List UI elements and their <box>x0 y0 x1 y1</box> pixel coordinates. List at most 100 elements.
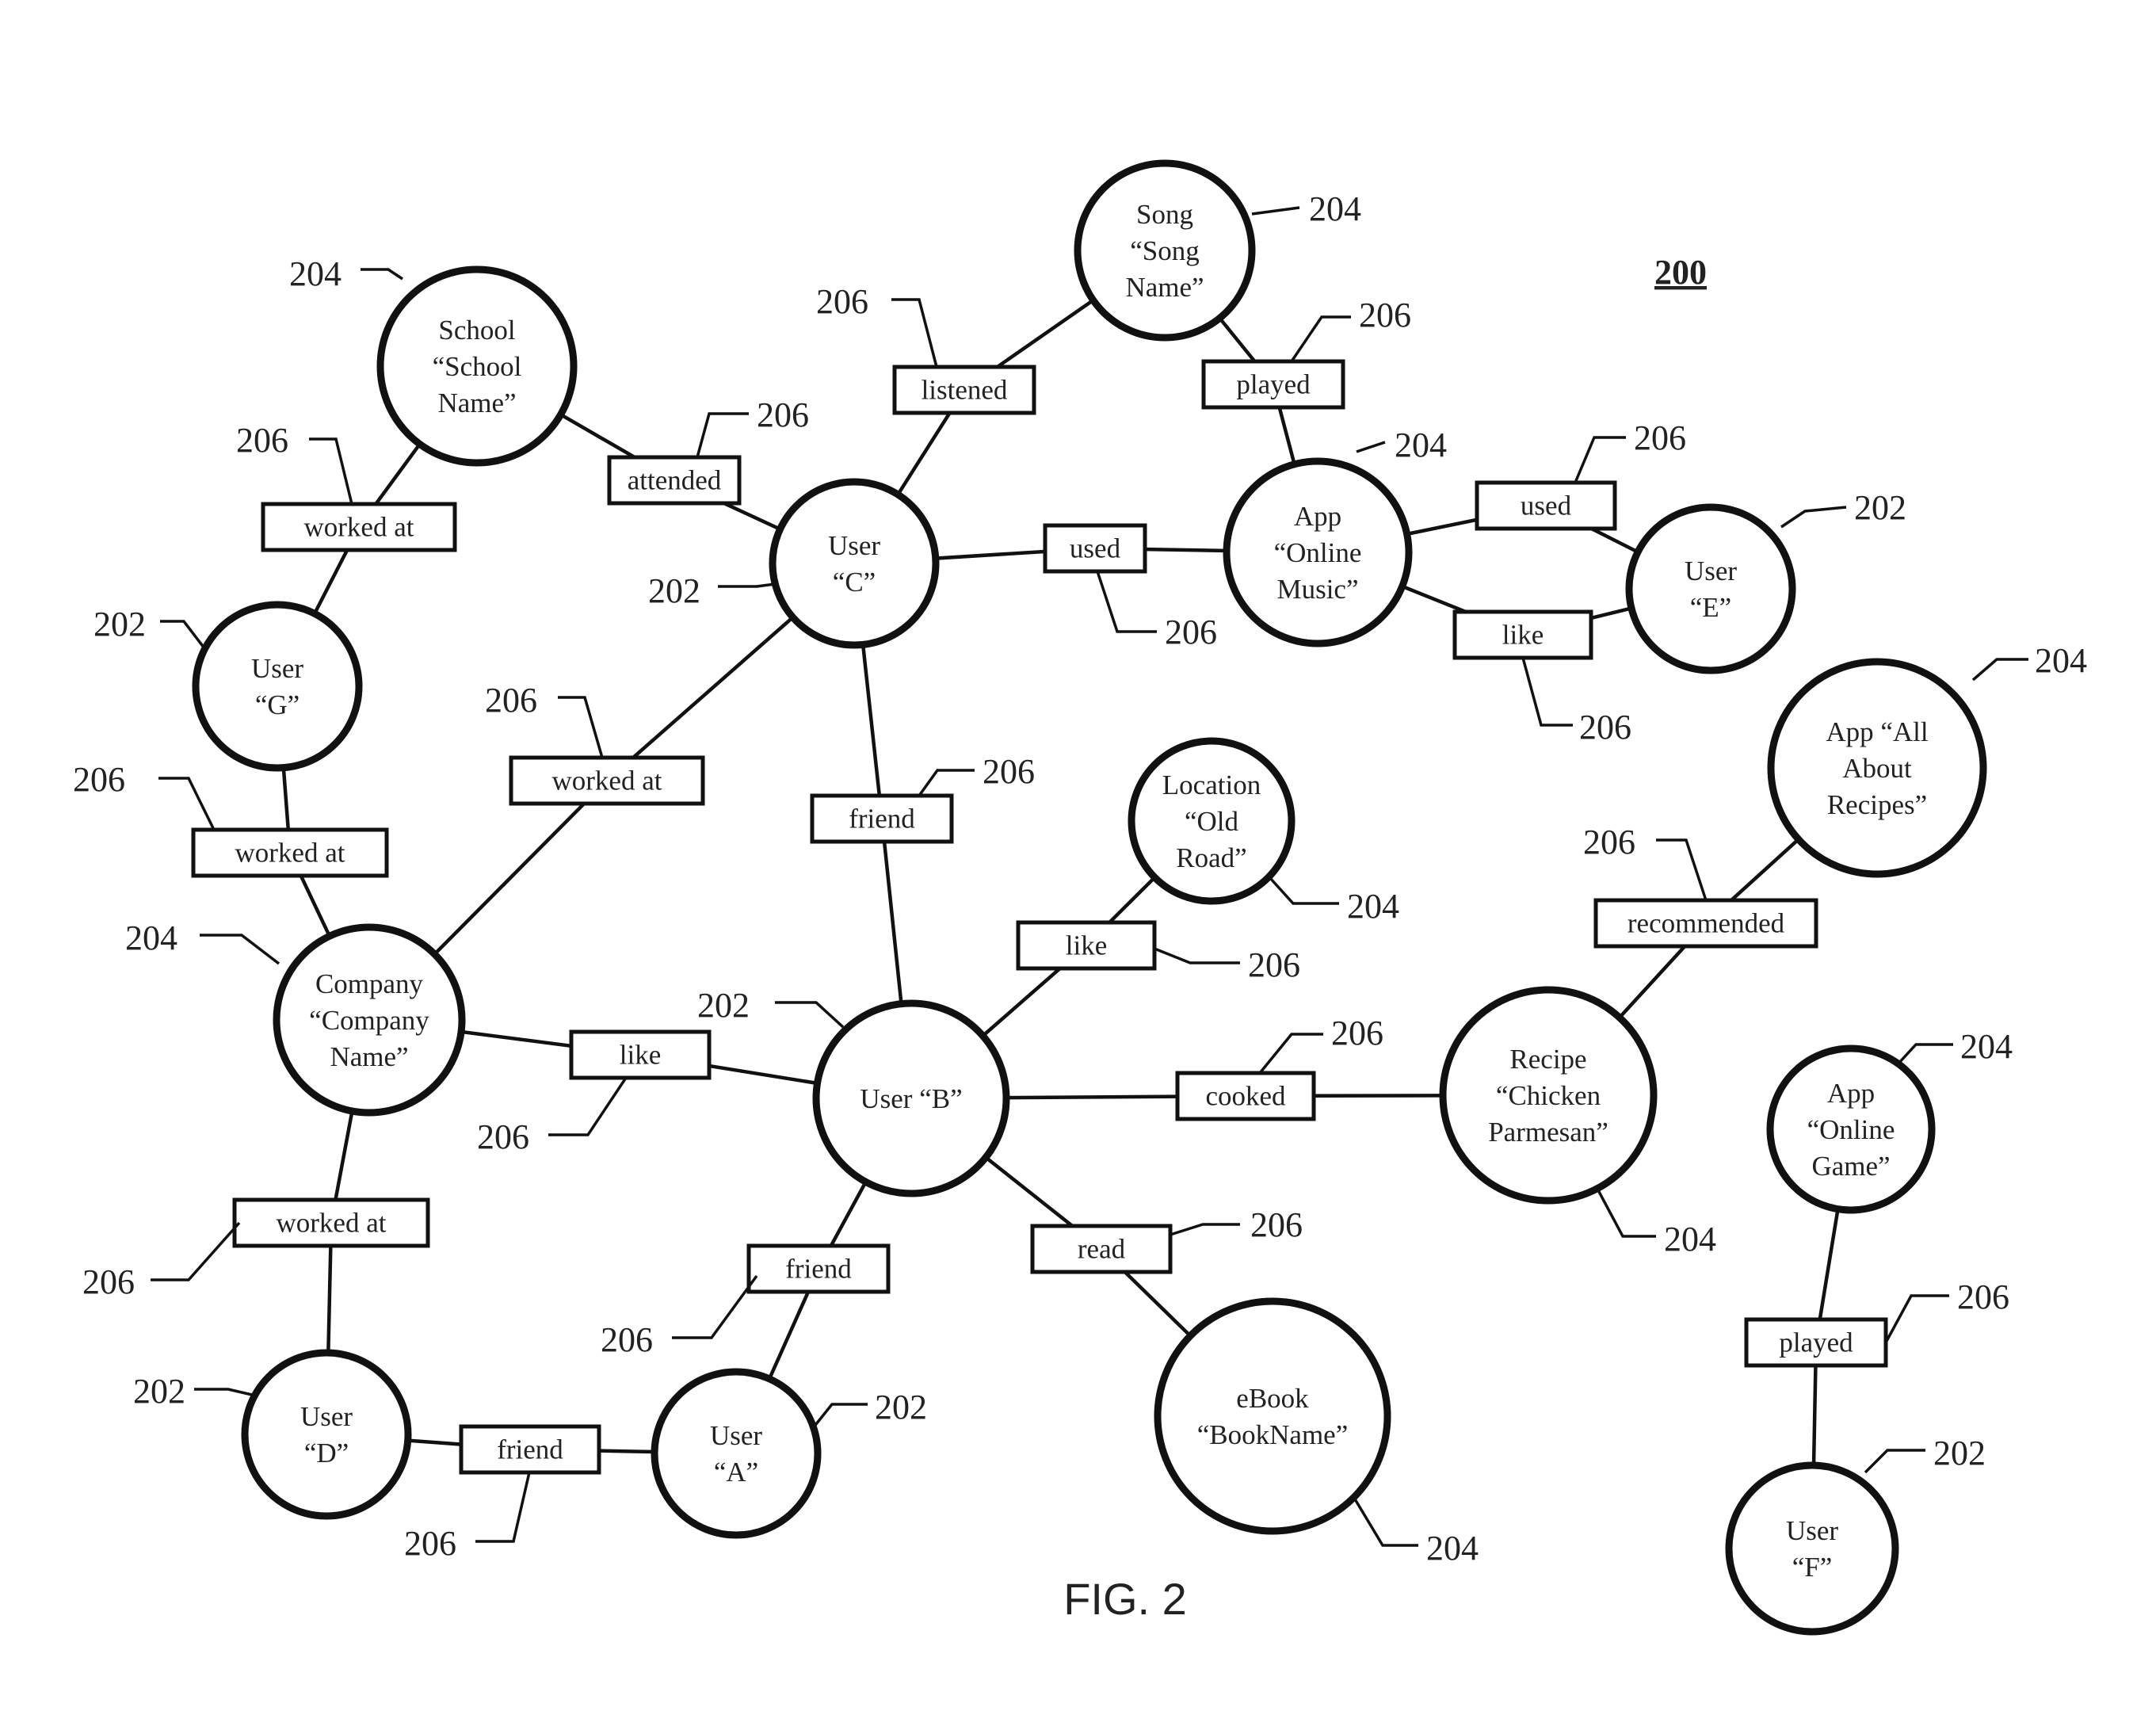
edge-label-box <box>261 502 457 552</box>
reference-numeral: 202 <box>1854 488 1906 527</box>
node-label-line: About <box>1842 753 1912 784</box>
ref-leader-e11: 206 <box>1154 945 1300 984</box>
node-userE: User“E” <box>1625 503 1796 674</box>
reference-numeral: 206 <box>1583 823 1635 861</box>
ref-leader-school: 204 <box>289 254 403 293</box>
leader-line <box>1353 1497 1418 1547</box>
reference-numeral: 206 <box>1634 418 1686 457</box>
edge-label-e12: recommended <box>1593 898 1818 949</box>
reference-numeral: 204 <box>1395 426 1447 464</box>
edge-label-text: played <box>1779 1327 1853 1358</box>
leader-line <box>1780 506 1847 529</box>
ref-leader-e10: 206 <box>918 752 1035 797</box>
reference-numeral: 206 <box>82 1262 135 1301</box>
node-label-line: “Old <box>1185 806 1239 837</box>
edge-label-e7: like <box>1452 609 1593 660</box>
node-label-line: Recipe <box>1509 1044 1586 1075</box>
ref-leader-userE: 202 <box>1780 488 1906 529</box>
node-label-line: Name” <box>437 388 516 418</box>
node-label-line: “F” <box>1792 1552 1833 1583</box>
node-circle <box>192 601 363 772</box>
ref-leader-e13: 206 <box>477 1077 628 1156</box>
ref-leader-ebook: 204 <box>1353 1497 1479 1568</box>
ref-leader-e14: 206 <box>1258 1014 1383 1075</box>
edge-label-box <box>509 755 705 806</box>
node-label-line: “BookName” <box>1197 1419 1348 1450</box>
node-circle <box>241 1349 412 1520</box>
node-label-line: Company <box>315 968 424 999</box>
node-label-line: Recipes” <box>1827 789 1927 820</box>
reference-numeral: 206 <box>1165 613 1217 651</box>
node-circle <box>1223 457 1413 647</box>
node-label-line: Song <box>1136 199 1193 230</box>
node-label-line: “A” <box>714 1457 758 1487</box>
edge-label-box <box>459 1424 601 1475</box>
edge-label-text: worked at <box>552 766 662 796</box>
node-label-line: “C” <box>833 567 876 598</box>
edge-label-text: played <box>1236 369 1311 400</box>
node-userA: User “A” <box>651 1368 822 1539</box>
reference-numeral: 204 <box>1426 1529 1479 1568</box>
reference-numeral: 206 <box>757 395 809 434</box>
leader-line <box>1096 571 1157 633</box>
leader-line <box>151 1221 241 1281</box>
ref-leader-e17: 206 <box>1170 1205 1303 1244</box>
edge-label-box <box>1475 480 1617 531</box>
leader-line <box>1356 441 1386 453</box>
ref-leader-userB: 202 <box>697 986 845 1029</box>
node-label-line: School <box>438 315 516 346</box>
reference-numeral: 202 <box>648 571 700 610</box>
ref-leader-e9: 206 <box>73 760 216 831</box>
edge-label-e11: like <box>1016 920 1157 971</box>
leader-line <box>1971 658 2028 682</box>
reference-numeral: 202 <box>697 986 750 1025</box>
figure-caption: FIG. 2 <box>1063 1574 1187 1624</box>
ref-leader-appMusic: 204 <box>1356 426 1447 464</box>
edge-label-box <box>1744 1317 1888 1368</box>
node-label-line: Road” <box>1176 842 1246 873</box>
reference-numeral: 206 <box>816 282 868 321</box>
edge-label-e16: friend <box>746 1243 891 1294</box>
reference-numeral: 206 <box>601 1320 653 1359</box>
node-label-line: User <box>300 1401 353 1432</box>
node-label-line: User <box>710 1420 762 1451</box>
ref-leader-userC: 202 <box>648 571 776 610</box>
leader-line <box>1170 1223 1240 1236</box>
reference-numeral: 206 <box>73 760 125 799</box>
node-label-line: Name” <box>1125 272 1204 303</box>
node-label-line: “E” <box>1690 592 1731 623</box>
edge-label-text: listened <box>922 375 1008 406</box>
leader-line <box>1884 1294 1949 1343</box>
node-label-line: Parmesan” <box>1488 1117 1608 1148</box>
reference-numeral: 206 <box>404 1524 456 1563</box>
edge-label-text: friend <box>785 1254 852 1285</box>
edge-label-box <box>1593 898 1818 949</box>
edge-label-text: worked at <box>277 1208 387 1239</box>
node-label-line: App “All <box>1826 716 1929 747</box>
node-label-line: “Company <box>309 1005 429 1036</box>
ref-leader-appGame: 204 <box>1896 1027 2013 1066</box>
reference-numeral: 206 <box>1359 296 1411 334</box>
node-label-line: “Chicken <box>1496 1080 1601 1111</box>
reference-numeral: 204 <box>125 918 177 957</box>
ref-leader-e8: 206 <box>485 681 604 758</box>
ref-leader-appRecipes: 204 <box>1971 641 2087 682</box>
edge-label-e4: worked at <box>261 502 457 552</box>
reference-numeral: 204 <box>1347 887 1399 926</box>
leader-line <box>558 696 604 758</box>
leader-line <box>811 1403 868 1430</box>
leader-line <box>548 1077 628 1136</box>
reference-numeral: 202 <box>1933 1434 1986 1472</box>
edge-label-e6: used <box>1475 480 1617 531</box>
node-circle <box>273 923 466 1117</box>
leader-line <box>1596 1188 1656 1238</box>
leader-line <box>1656 838 1708 901</box>
leader-line <box>1521 657 1573 727</box>
nodes-layer: Song“SongName”School“SchoolName”User“C”A… <box>191 159 1987 1636</box>
edge-label-e19: played <box>1744 1317 1888 1368</box>
node-userB: User “B” <box>812 999 1010 1197</box>
leader-line <box>672 1274 758 1339</box>
edge-label-box <box>1175 1071 1316 1121</box>
